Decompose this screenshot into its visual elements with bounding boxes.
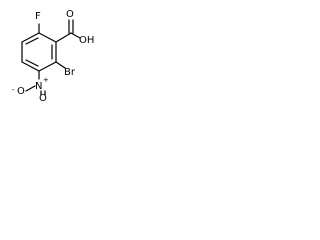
bond-c3-bromine (55, 61, 66, 69)
bromine-label: Br (64, 67, 76, 78)
nitro-oxygen-left-charge: - (12, 86, 15, 94)
hydroxyl-label: OH (79, 35, 94, 46)
carbonyl-oxygen-label: O (66, 9, 74, 20)
bond-nitro-oxygen-left (25, 85, 36, 92)
bond-carboxyl-hydroxyl (70, 32, 81, 39)
ring-double-bond-inner-3 (25, 59, 39, 67)
ring-double-bond-inner-2 (25, 37, 39, 45)
nitro-nitrogen-charge: + (43, 76, 49, 84)
ring-bond-c3-c4 (38, 61, 57, 72)
nitro-oxygen-top-label: O (39, 93, 47, 103)
bond-c2-carboxyl-carbon (55, 32, 72, 43)
chemical-structure-diagram: F O OH Br N + O O - (12, 9, 94, 103)
nitro-nitrogen-label: N (35, 81, 42, 92)
ring-bond-c1-c2 (38, 32, 57, 43)
fluorine-label: F (35, 11, 41, 22)
ring-bond-c4-c5 (21, 61, 40, 72)
nitro-oxygen-left-label: O (17, 86, 25, 97)
benzene-ring (21, 32, 57, 72)
ring-bond-c6-c1 (21, 32, 40, 43)
